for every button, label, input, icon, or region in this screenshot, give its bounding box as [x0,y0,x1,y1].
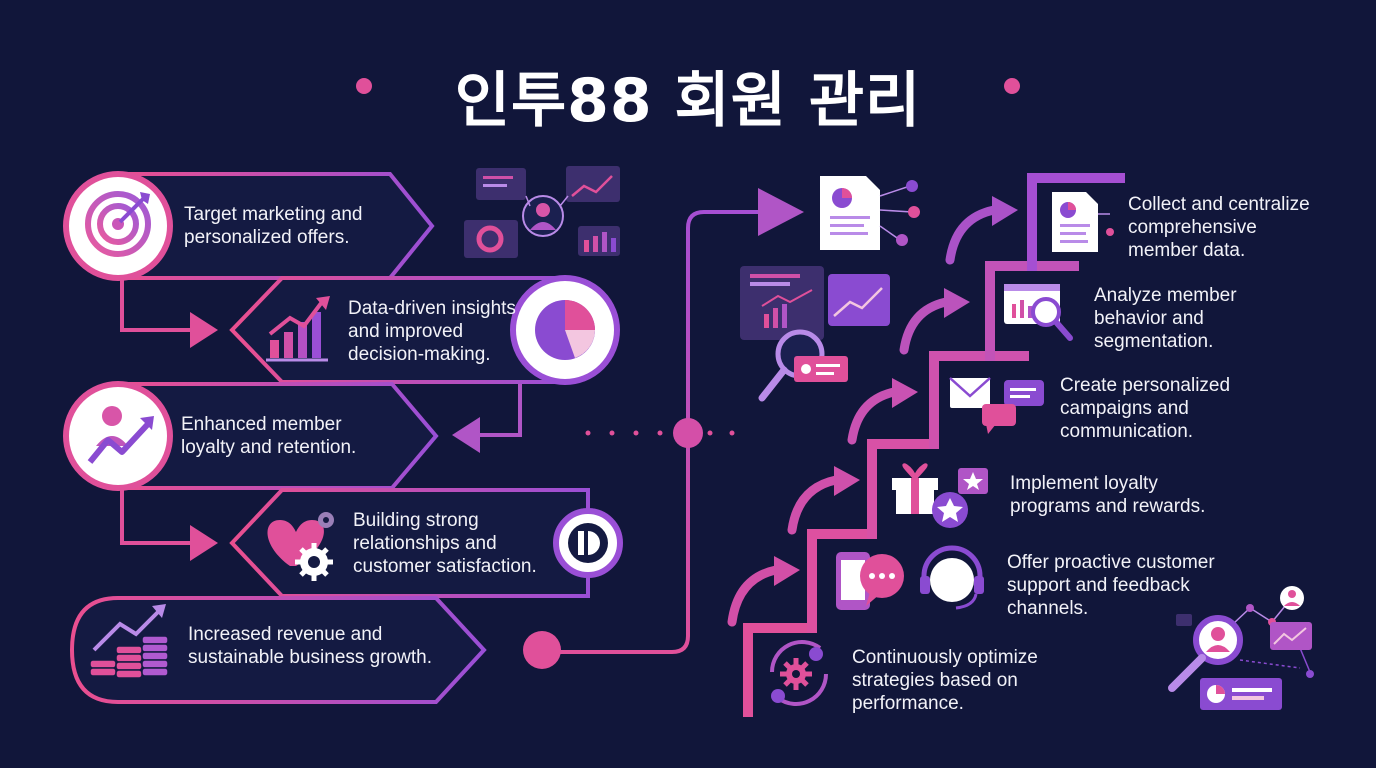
staircase [743,173,1125,717]
magnifier-chart-icon [1004,284,1073,341]
step-4-text: Implement loyalty programs and rewards. [1010,473,1206,517]
heart-gears-icon [267,512,334,581]
growth-person-icon [87,406,154,464]
analytics-search-icon [740,266,890,402]
benefit-2-text: Data-driven insights and improved decisi… [348,298,516,365]
step-6-text: Continuously optimize strategies based o… [852,647,1038,714]
page-title: 인투88 회원 관리 [454,66,922,136]
gears-cycle-icon [770,640,828,706]
coins-growth-icon [89,604,169,679]
benefit-3-text: Enhanced member loyalty and retention. [181,414,357,458]
pie-chart-icon [535,300,595,360]
dashboard-network-icon [464,166,620,258]
title-decoration [70,78,1310,94]
report-document-icon [820,176,920,250]
phone-headset-icon [836,545,984,610]
toggle-icon [568,523,608,563]
network-analytics-icon [1168,586,1314,710]
benefit-4-text: Building strong relationships and custom… [353,510,537,577]
gift-star-icon [892,463,988,528]
envelope-chat-icon [949,377,1044,434]
step-1-text: Collect and centralize comprehensive mem… [1128,194,1310,261]
step-2-text: Analyze member behavior and segmentation… [1094,285,1237,352]
document-icon [1052,192,1114,252]
benefit-5-text: Increased revenue and sustainable busine… [188,624,432,668]
stair-step-arrows [727,196,1018,627]
bar-chart-icon [266,296,330,362]
target-icon [85,191,151,257]
benefit-1-text: Target marketing and personalized offers… [184,204,363,248]
center-connector [523,188,804,669]
benefit-card-5 [69,596,487,704]
step-3-text: Create personalized campaigns and commun… [1060,375,1231,442]
left-flow-arrowheads [190,312,480,561]
left-flow-connectors [120,273,522,545]
step-5-text: Offer proactive customer support and fee… [1007,552,1215,619]
